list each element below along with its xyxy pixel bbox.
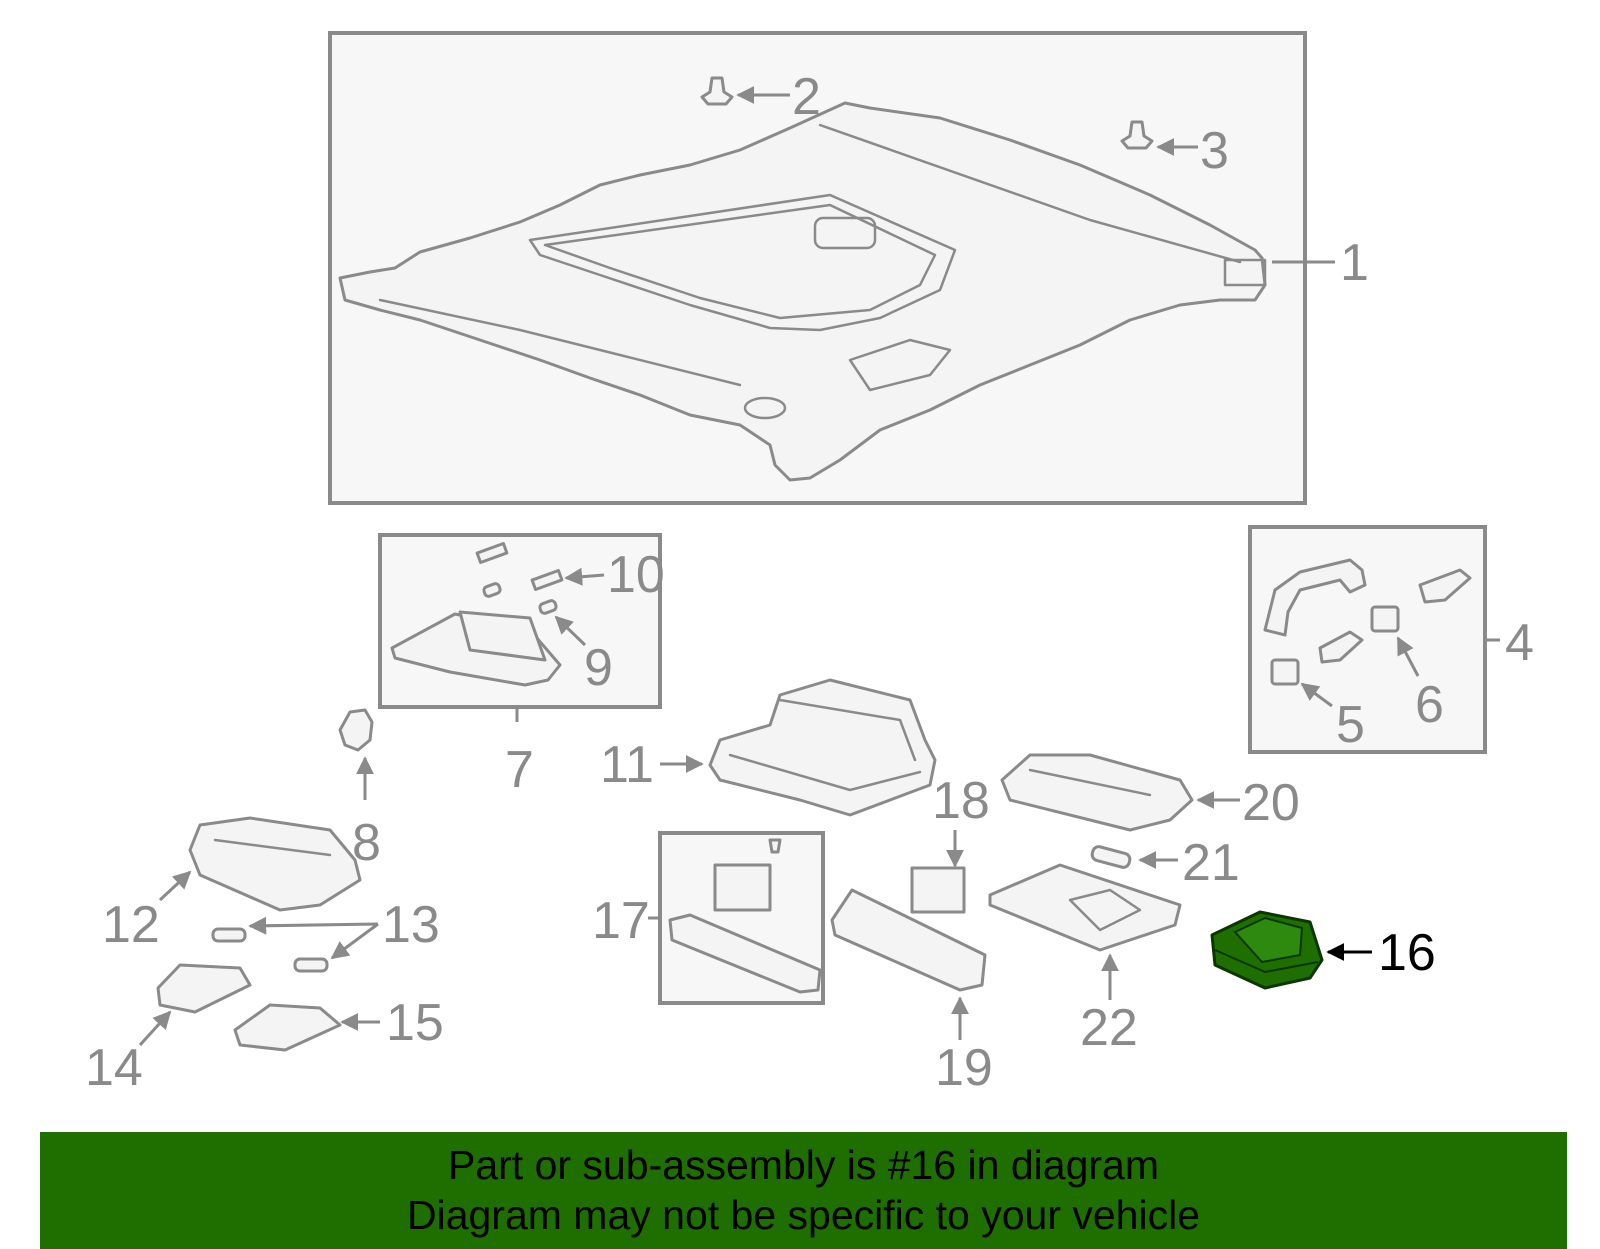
- bulb-9: [538, 599, 558, 615]
- lamp-17-base: [668, 913, 822, 994]
- banner-line-1: Part or sub-assembly is #16 in diagram: [448, 1142, 1159, 1188]
- rear-clip: [1223, 258, 1267, 287]
- lens-15: [233, 1003, 380, 1052]
- console-cutout: [813, 216, 877, 250]
- callout-13: 13: [382, 896, 440, 954]
- headliner-front-edge: [378, 298, 742, 387]
- bulbs-13: [211, 916, 379, 973]
- lamp-20: [1000, 753, 1240, 832]
- handle-recess: [848, 338, 952, 392]
- bulb-21: [1090, 845, 1178, 869]
- part-info-banner: Part or sub-assembly is #16 in diagram D…: [40, 1132, 1567, 1249]
- bulb-13a: [211, 927, 247, 943]
- callout-12: 12: [102, 896, 160, 954]
- grab-handle-frame: [1248, 525, 1487, 754]
- callout-1: 1: [1340, 234, 1369, 292]
- bracket-lower: [1318, 630, 1364, 664]
- headliner-group: [328, 31, 1335, 505]
- headliner-part: [338, 101, 1267, 482]
- lamp-17-module: [713, 863, 772, 912]
- lens-a: [475, 542, 509, 564]
- callout-16: 16: [1378, 924, 1436, 982]
- lens-14: [138, 963, 252, 1047]
- sunroof-opening: [528, 193, 957, 332]
- sunvisor-group: [378, 533, 662, 722]
- cap-5: [1270, 658, 1300, 686]
- callout-20: 20: [1242, 774, 1300, 832]
- lamp-18-19: [830, 830, 987, 1040]
- callout-21: 21: [1182, 834, 1240, 892]
- bracket-upper: [1418, 568, 1472, 604]
- sunroof-inner: [543, 203, 937, 320]
- part-16-top: [1233, 916, 1304, 964]
- clip-3: [1120, 120, 1198, 156]
- callout-11: 11: [600, 736, 654, 794]
- callout-labels: 1 2 3 4 5 6 7 8 9 10 11 12 13 14 15 16 1…: [85, 68, 1534, 1097]
- callout-17: 17: [592, 892, 650, 950]
- lamp-17-group: [648, 831, 825, 1005]
- banner-line-2: Diagram may not be specific to your vehi…: [406, 1192, 1200, 1238]
- clip-8: [338, 708, 374, 800]
- grab-handle-part: [1263, 558, 1367, 637]
- console-11: [660, 678, 937, 817]
- bulb-a: [482, 582, 502, 598]
- lamp-hole: [743, 396, 787, 420]
- callout-10: 10: [607, 546, 665, 604]
- part-16-edge: [1214, 949, 1319, 974]
- callout-14: 14: [85, 1039, 143, 1097]
- cap-6: [1370, 605, 1400, 633]
- lens-22: [988, 863, 1182, 1000]
- part-16-highlighted: [1210, 910, 1372, 990]
- screw-17: [768, 838, 782, 854]
- lamp-12: [158, 816, 362, 912]
- callout-5: 5: [1336, 696, 1365, 754]
- callout-2: 2: [792, 68, 821, 126]
- callout-8: 8: [352, 814, 381, 872]
- headliner-crease: [818, 123, 1242, 264]
- callout-4: 4: [1505, 614, 1534, 672]
- callout-19: 19: [935, 1039, 993, 1097]
- callout-3: 3: [1200, 122, 1229, 180]
- clip-2: [700, 76, 790, 106]
- vanity-mirror: [458, 610, 547, 662]
- lamp-19: [830, 888, 987, 992]
- callout-22: 22: [1080, 999, 1138, 1057]
- lens-10: [530, 569, 564, 591]
- callout-6: 6: [1415, 676, 1444, 734]
- callout-9: 9: [584, 639, 613, 697]
- callout-18: 18: [932, 772, 990, 830]
- module-18: [910, 866, 966, 914]
- callout-7: 7: [505, 741, 534, 799]
- callout-15: 15: [386, 994, 444, 1052]
- grab-handle-group: [1248, 525, 1500, 754]
- bulb-13b: [293, 957, 329, 973]
